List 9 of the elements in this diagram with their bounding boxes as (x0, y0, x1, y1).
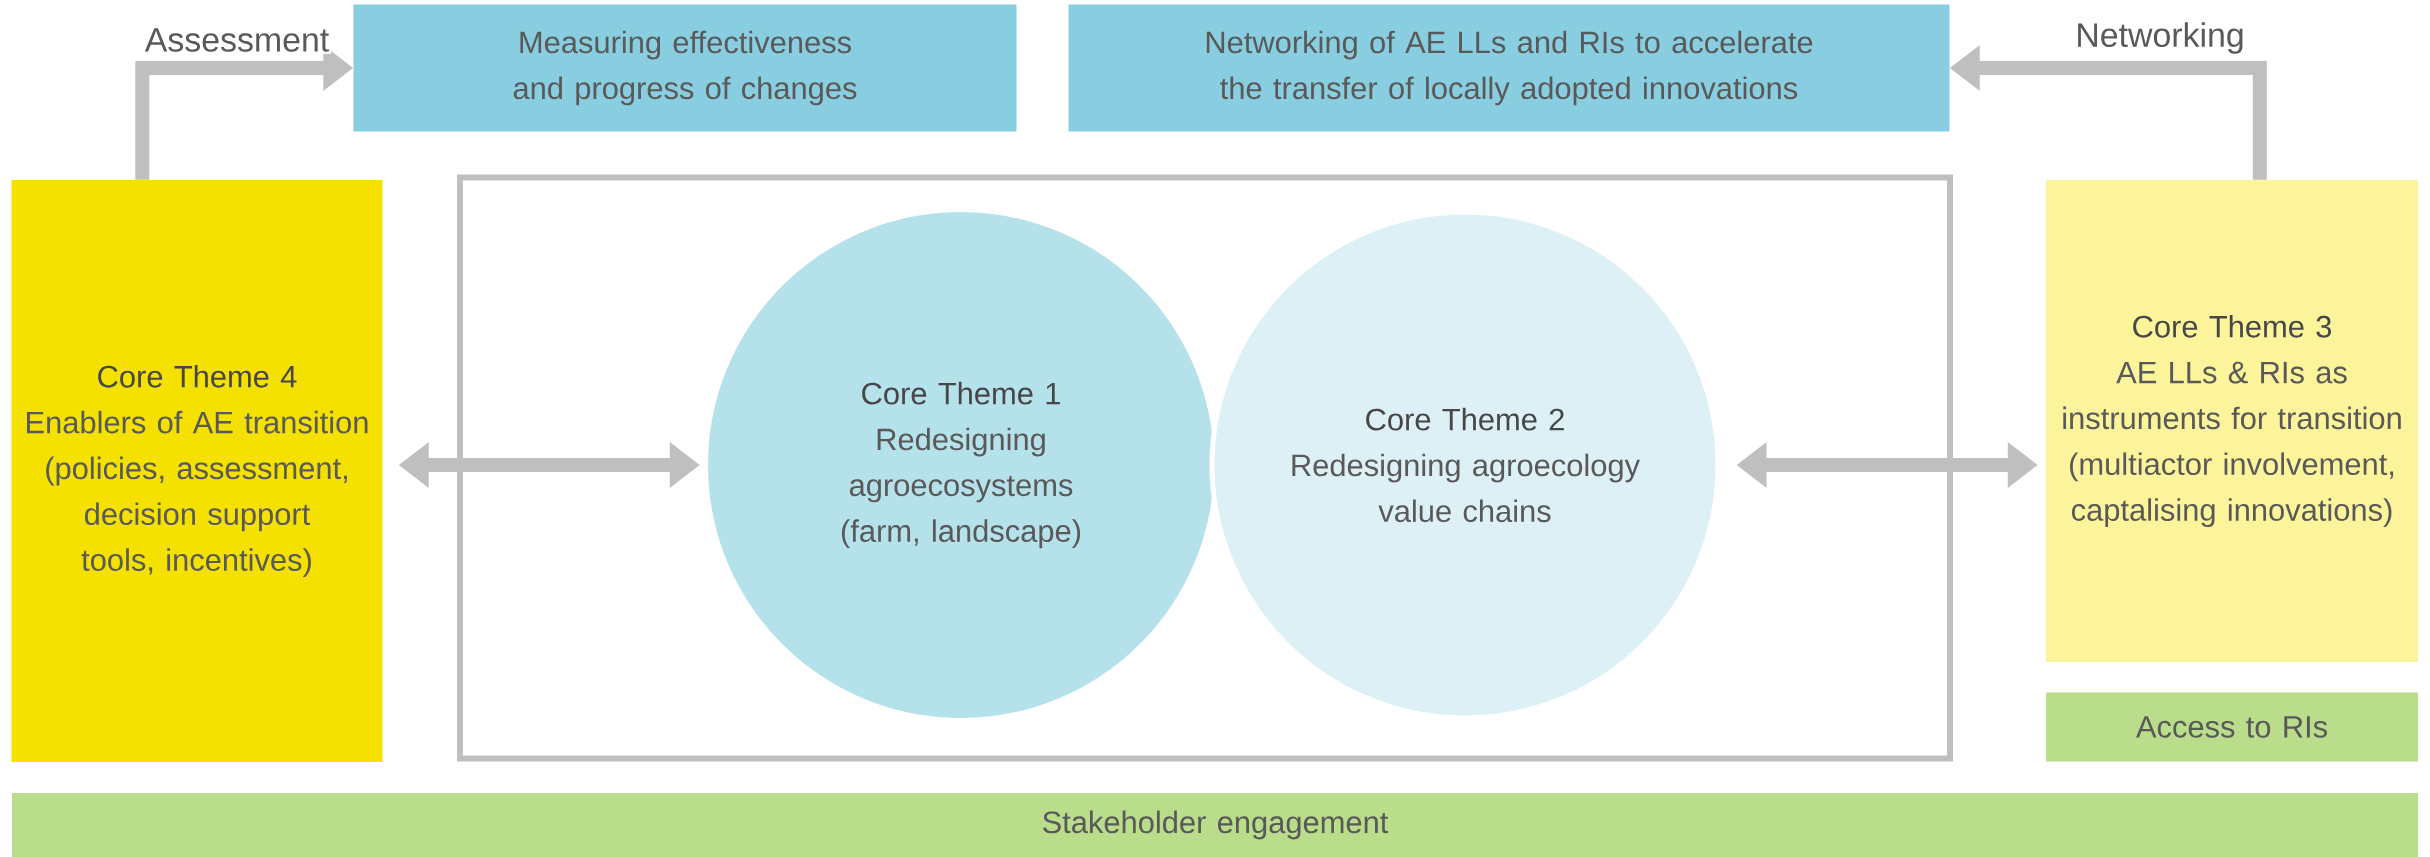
theme-box: Core Theme 4 Enablers of AE transition (policies, assessment, decision support tools, incentives) (11, 180, 383, 762)
banner-bar: Stakeholder engagement (12, 793, 2419, 857)
edge-label: Assessment (142, 26, 332, 54)
edge-label: Networking (2073, 20, 2247, 56)
theme-box: Core Theme 3 AE LLs & RIs as instruments for transition (multiactor involvement, captalising innovations) (2046, 180, 2419, 662)
text-box: Networking of AE LLs and RIs to accelerate the transfer of locally adopted innovations (1068, 4, 1950, 132)
banner-bar: Access to RIs (2046, 692, 2419, 762)
text-box: Measuring effectiveness and progress of changes (353, 4, 1017, 132)
frame-box (457, 174, 1954, 762)
